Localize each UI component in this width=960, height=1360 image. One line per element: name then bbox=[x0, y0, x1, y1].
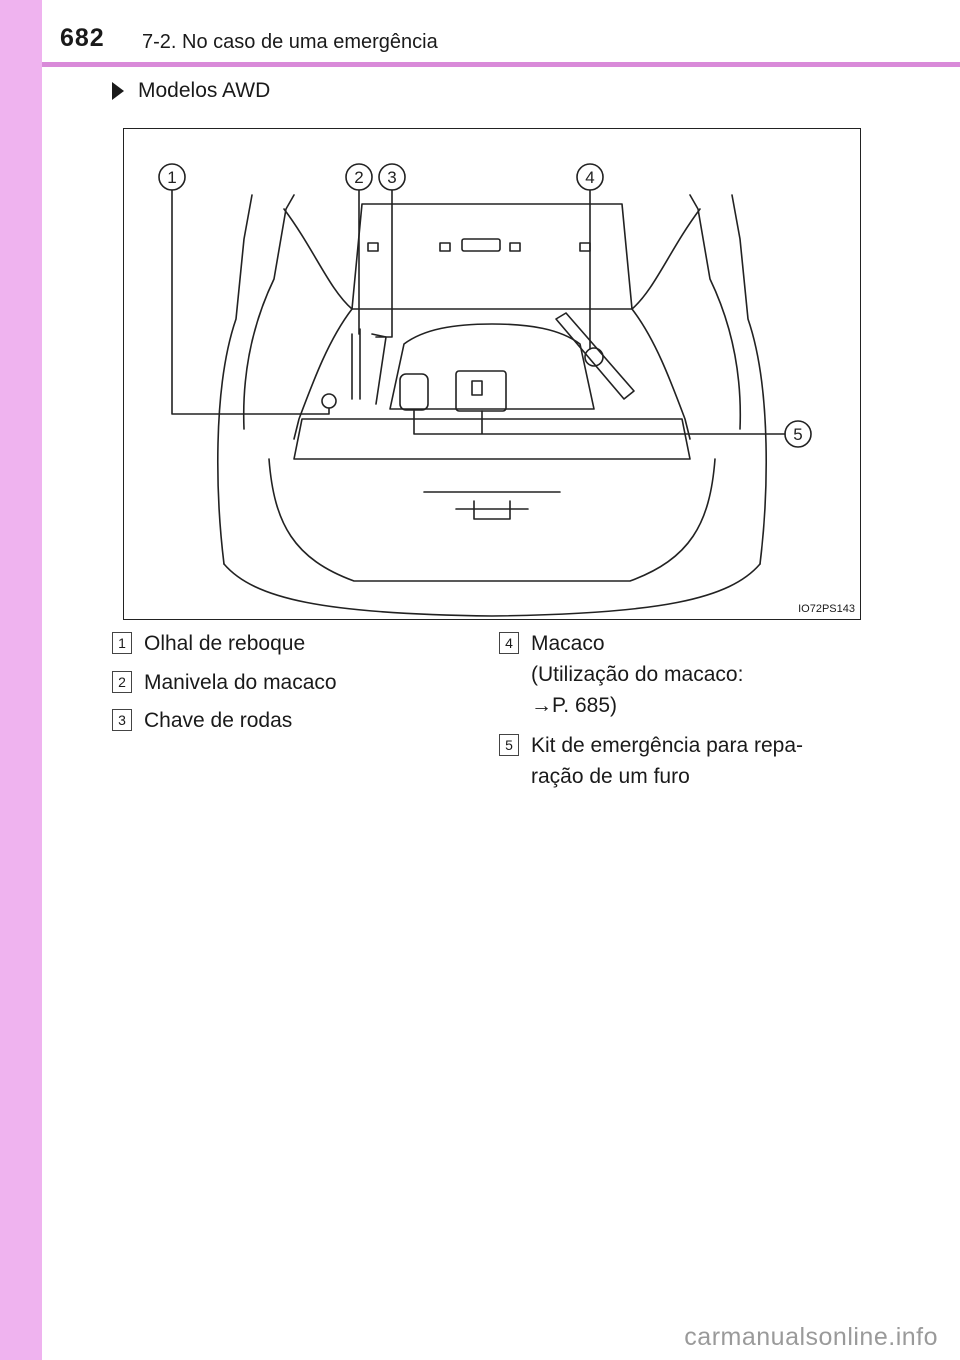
callout-4: 4 bbox=[585, 168, 594, 187]
badge-5: 5 bbox=[499, 734, 519, 756]
callout-2: 2 bbox=[354, 168, 363, 187]
side-band bbox=[0, 0, 42, 1360]
repair-bottle bbox=[399, 373, 429, 411]
floor-edge bbox=[293, 418, 691, 460]
callout-3: 3 bbox=[387, 168, 396, 187]
legend-text: Macaco bbox=[531, 632, 605, 655]
wheel-wrench bbox=[371, 333, 387, 405]
trunk-illustration: 1 2 3 4 5 IO72PS143 bbox=[123, 128, 861, 620]
towing-eye bbox=[321, 393, 337, 409]
legend-item: 3 Chave de rodas bbox=[112, 705, 504, 736]
header-rule bbox=[42, 62, 960, 67]
badge-2: 2 bbox=[112, 671, 132, 693]
subsection-heading: Modelos AWD bbox=[112, 79, 270, 103]
legend-item: 2 Manivela do macaco bbox=[112, 667, 504, 698]
legend-item: 1 Olhal de reboque bbox=[112, 628, 504, 659]
jack-shape bbox=[555, 312, 635, 400]
triangle-bullet-icon bbox=[112, 82, 124, 100]
jack-crank bbox=[351, 328, 361, 400]
watermark: carmanualsonline.info bbox=[684, 1323, 938, 1351]
legend-text: ração de um furo bbox=[531, 765, 690, 788]
figure-code: IO72PS143 bbox=[798, 603, 855, 615]
page-number: 682 bbox=[60, 24, 105, 52]
compressor-box bbox=[455, 370, 507, 412]
body-right-outline bbox=[731, 194, 767, 565]
callout-1: 1 bbox=[167, 168, 176, 187]
badge-4: 4 bbox=[499, 632, 519, 654]
legend-text: Olhal de reboque bbox=[144, 632, 306, 655]
seat-handle bbox=[461, 238, 501, 252]
legend-text: Manivela do macaco bbox=[144, 671, 337, 694]
chapter-title: 7-2. No caso de uma emergência bbox=[142, 31, 438, 53]
subsection-title: Modelos AWD bbox=[138, 79, 271, 102]
badge-1: 1 bbox=[112, 632, 132, 654]
legend-item: 5 Kit de emergência para repa- ração de … bbox=[499, 730, 891, 792]
body-left-outline bbox=[217, 194, 253, 565]
bumper-outline bbox=[223, 563, 761, 617]
callout-5: 5 bbox=[793, 425, 802, 444]
legend-text: (Utilização do macaco: bbox=[531, 663, 744, 686]
car-trunk-drawing: 1 2 3 4 5 bbox=[158, 163, 812, 617]
legend-text: Kit de emergência para repa- bbox=[531, 734, 803, 757]
page-reference: →P. 685) bbox=[531, 694, 617, 717]
legend-text: Chave de rodas bbox=[144, 709, 293, 732]
badge-3: 3 bbox=[112, 709, 132, 731]
legend-item: 4 Macaco (Utilização do macaco: →P. 685) bbox=[499, 628, 891, 721]
